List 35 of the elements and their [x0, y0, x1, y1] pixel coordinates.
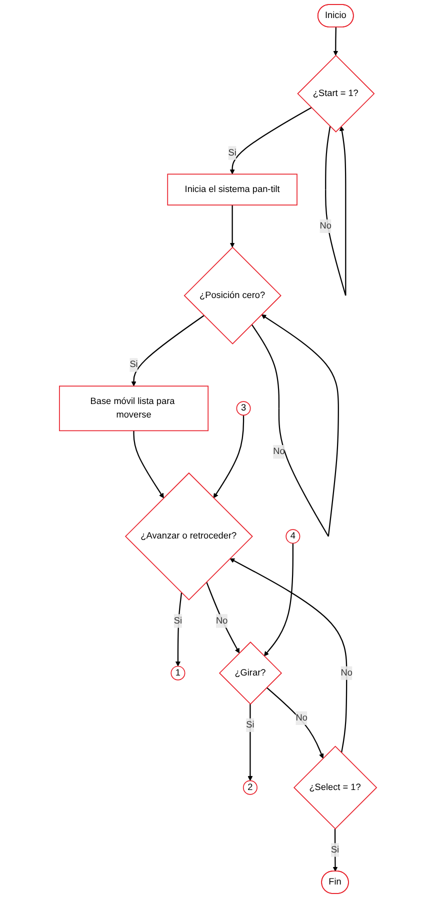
- arrow: [131, 315, 204, 386]
- edge-label: Si: [246, 720, 254, 730]
- arrow: [133, 430, 164, 498]
- node-diamond: ¿Start = 1?: [297, 54, 375, 132]
- arrow: [230, 205, 235, 248]
- edge-label: Si: [174, 616, 182, 626]
- node-circle: 2: [242, 780, 258, 795]
- edge-label: Si: [330, 844, 340, 855]
- arrow: [248, 704, 253, 781]
- arrow: [333, 27, 338, 56]
- node-circle: 3: [236, 401, 251, 416]
- arrow: [230, 107, 312, 174]
- arrow: [264, 543, 294, 656]
- node-diamond: ¿Posición cero?: [184, 246, 282, 344]
- arrow: [213, 415, 244, 498]
- node-diamond: ¿Girar?: [218, 642, 282, 705]
- edge-label: Si: [228, 148, 236, 158]
- edge-label: No: [216, 616, 228, 626]
- edge-label: Si: [130, 360, 138, 370]
- node-circle: 4: [286, 529, 300, 544]
- node-box: Base móvil lista para moverse: [59, 386, 209, 432]
- node-diamond: ¿Avanzar o retroceder?: [124, 472, 253, 600]
- arrow: [230, 558, 348, 753]
- node-diamond: ¿Select = 1?: [293, 746, 378, 830]
- node-circle: 1: [170, 666, 186, 680]
- arrow: [175, 592, 182, 666]
- arrow: [266, 687, 324, 758]
- edge-label: No: [273, 446, 285, 456]
- arrow: [325, 126, 346, 296]
- arrow: [251, 314, 339, 537]
- edge-label: No: [296, 713, 308, 723]
- node-box: Inicia el sistema pan-tilt: [167, 174, 298, 206]
- edge-label: No: [320, 221, 332, 231]
- edge-label: No: [340, 668, 352, 678]
- arrow: [206, 582, 240, 654]
